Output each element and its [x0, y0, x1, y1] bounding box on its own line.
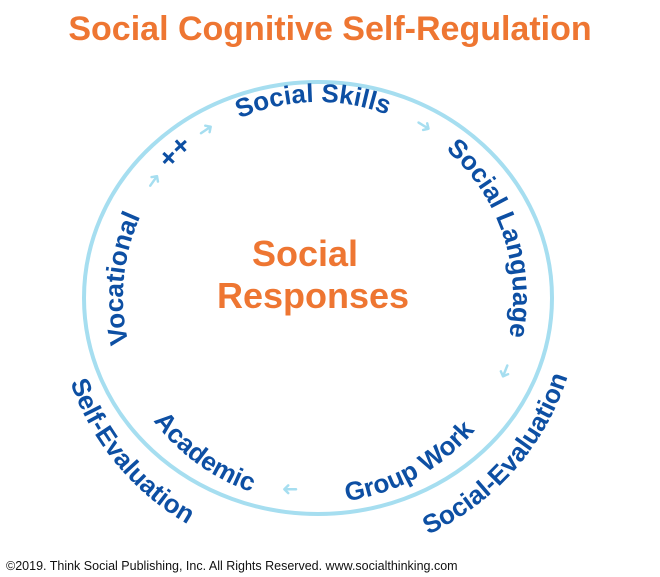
svg-text:➜: ➜ — [192, 115, 219, 144]
arrow-icon: ➜ — [282, 478, 299, 502]
svg-text:Social Language: Social Language — [442, 132, 537, 340]
arrow-icon: ➜ — [192, 115, 219, 144]
svg-text:➜: ➜ — [492, 359, 520, 383]
svg-text:➜: ➜ — [411, 110, 438, 139]
copyright-footer: ©2019. Think Social Publishing, Inc. All… — [6, 559, 458, 573]
svg-text:Social Skills: Social Skills — [231, 78, 395, 124]
svg-text:++: ++ — [151, 129, 197, 175]
center-label-line2: Responses — [217, 275, 409, 316]
ring-item-plusplus: ++ — [151, 129, 197, 175]
arrow-icon: ➜ — [492, 359, 520, 383]
ring-item-vocational: Vocational — [99, 207, 146, 348]
svg-text:Vocational: Vocational — [99, 207, 146, 348]
ring-item-social-skills: Social Skills — [231, 78, 395, 124]
svg-text:➜: ➜ — [138, 167, 167, 195]
svg-text:➜: ➜ — [282, 478, 299, 502]
cycle-ring — [82, 80, 554, 516]
arrow-icon: ➜ — [411, 110, 438, 139]
ring-item-social-language: Social Language — [442, 132, 537, 340]
center-label-line1: Social — [252, 233, 358, 274]
arrow-icon: ➜ — [138, 167, 167, 195]
page-title: Social Cognitive Self-Regulation — [68, 10, 591, 48]
